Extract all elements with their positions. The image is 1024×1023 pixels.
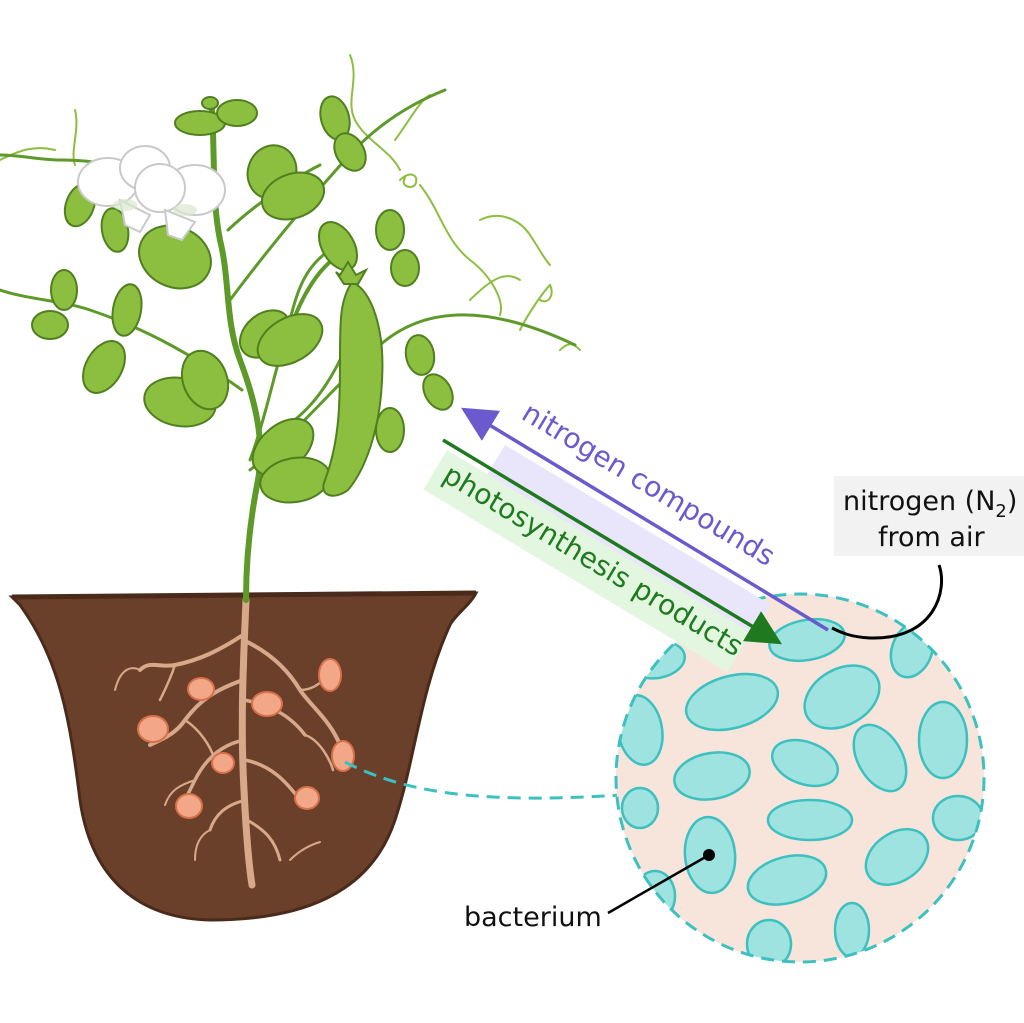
nitrogen-air-suffix: ) [1007, 486, 1018, 517]
nodule [251, 691, 283, 717]
bacterium-cell [766, 798, 854, 842]
bacterium-cell [771, 738, 839, 788]
nodule [294, 786, 320, 810]
nodule [331, 740, 355, 772]
pea-pod [322, 260, 384, 497]
bacterium-cell [852, 723, 908, 793]
bacterium-cell [917, 700, 969, 780]
nodule [318, 658, 342, 692]
nodule [187, 677, 215, 701]
bacterium-cell [745, 918, 793, 962]
bacterium-cell [684, 672, 780, 732]
bacterium-cell [620, 786, 660, 830]
photosynthesis-products-arrow [442, 438, 782, 645]
bacterium-label: bacterium [464, 902, 602, 933]
bacterium-cell [931, 794, 984, 842]
bacterium-pointer [607, 853, 710, 915]
bacterium-cell [864, 828, 930, 886]
photosynthesis-products-highlight [423, 449, 752, 673]
nitrogen-air-label-line2: from air [878, 522, 985, 553]
nitrogen-compounds-arrow [461, 407, 829, 632]
nodule [137, 715, 169, 743]
nitrogen-air-pointer [831, 564, 944, 640]
bacterium-pointer-dot [703, 849, 715, 861]
bacterium-cell [833, 901, 871, 959]
bacterium-cell [803, 664, 881, 730]
pea-plant-icon [0, 54, 581, 603]
root-nodules [137, 658, 355, 819]
nitrogen-air-subscript: 2 [995, 501, 1006, 522]
nitrogen-air-label-line1: nitrogen (N2) [843, 486, 1017, 522]
magnified-nodule-icon [614, 592, 986, 964]
roots [114, 596, 342, 889]
nodule [175, 793, 203, 819]
nitrogen-air-prefix: nitrogen (N [843, 486, 995, 517]
nitrogen-air-label-bg [834, 476, 1024, 556]
flowers [77, 145, 226, 242]
bacterium-cell [673, 751, 751, 801]
zoom-connector-line [344, 760, 621, 800]
bacterium-cell [746, 854, 828, 906]
nodule [211, 752, 235, 774]
